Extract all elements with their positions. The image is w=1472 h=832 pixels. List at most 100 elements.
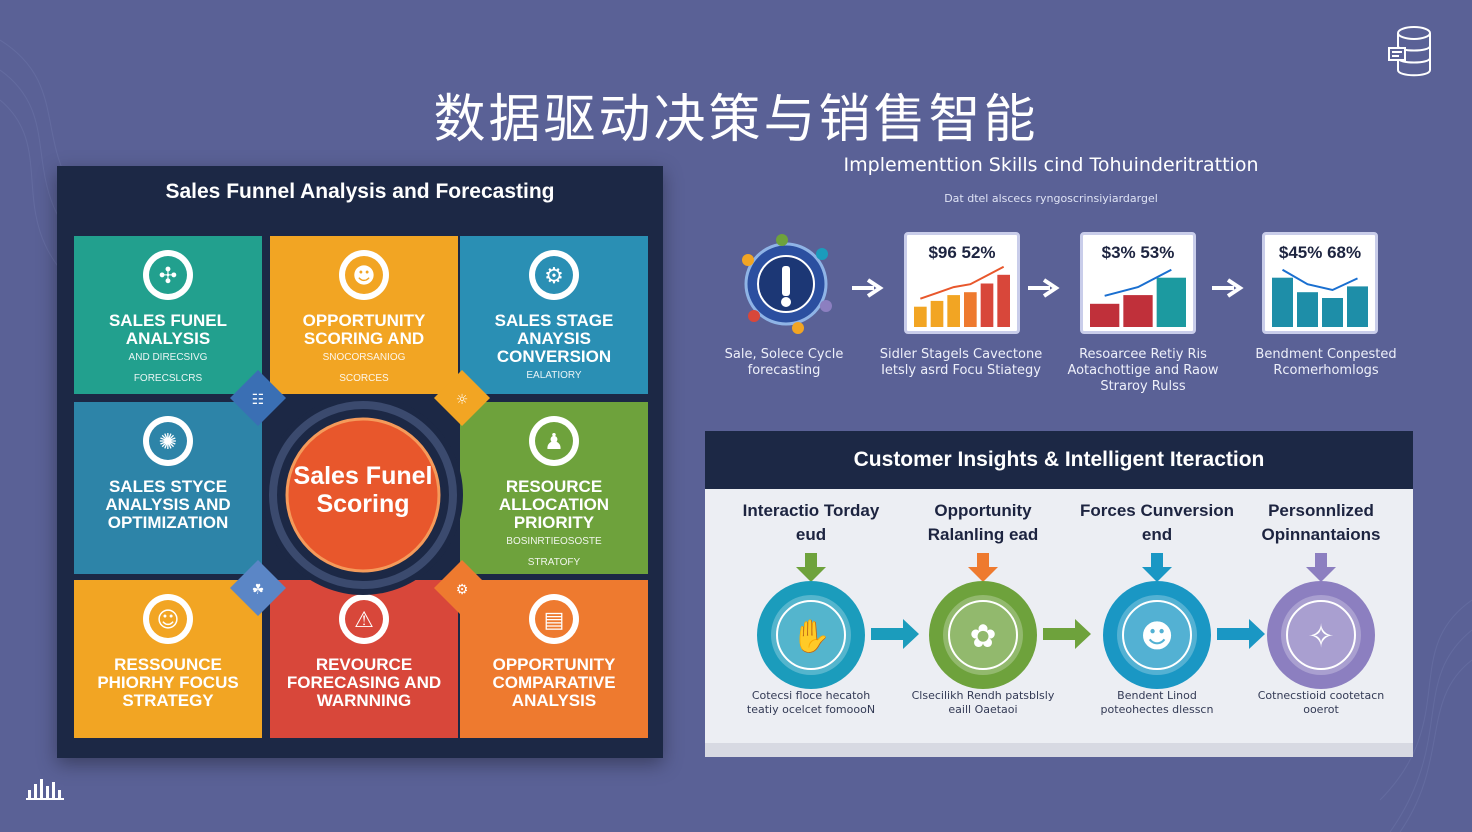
- tile-subtitle: STRATOFY: [527, 557, 581, 568]
- step-label: Sidler Stagels Cavectone Ietsly asrd Foc…: [879, 347, 1043, 378]
- people-icon[interactable]: ☻: [1101, 579, 1213, 691]
- down-arrow-icon: [1142, 553, 1172, 582]
- sparkle-icon[interactable]: ✧: [1265, 579, 1377, 691]
- mini-bar: [1322, 298, 1343, 327]
- svg-text:✣: ✣: [159, 264, 177, 289]
- insight-caption: Clsecilikh Rendh patsblsly eaill Oaetaoi: [911, 689, 1055, 716]
- funnel-tile[interactable]: ✣ SALES FUNEL ANALYSIS AND DIRECSIVG FORECS…: [74, 236, 262, 394]
- tile-title: OPPORTUNITY SCORING AND: [302, 311, 426, 348]
- tile-subtitle: BOSINRTIEOSOSTE: [506, 536, 602, 547]
- petal-blue-top-icon: ☷: [230, 370, 286, 426]
- insight-caption: Cotnecstioid cootetacn ooerot: [1257, 689, 1385, 716]
- trend-line: [1281, 268, 1358, 292]
- funnel-tile[interactable]: ⚙ SALES STAGE ANAYSIS CONVERSION EALATIORY: [460, 236, 648, 394]
- insight-caption: Cotecsi floce hecatoh teatiy ocelcet fom…: [746, 689, 876, 716]
- metric-card[interactable]: $3% 53%: [1080, 232, 1196, 334]
- funnel-tile[interactable]: ▤ OPPORTUNITY COMPARATIVE ANALYSIS: [460, 580, 648, 738]
- mini-bar: [1090, 303, 1120, 327]
- insight-caption: Bendent Linod poteohectes dlesscn: [1100, 689, 1214, 716]
- funnel-tile[interactable]: ☻ OPPORTUNITY SCORING AND SNOCORSANIOG SCOR…: [270, 236, 458, 394]
- bar-chart-logo-icon: [26, 779, 64, 800]
- funnel-tile[interactable]: ☺ RESSOUNCE PHIORHY FOCUS STRATEGY: [74, 580, 262, 738]
- mini-bar: [1272, 277, 1293, 327]
- tile-subtitle: SNOCORSANIOG: [322, 352, 406, 363]
- trend-line: [920, 265, 1005, 300]
- tile-title: OPPORTUNITY COMPARATIVE ANALYSIS: [492, 655, 616, 710]
- gear-person-icon: ⚙: [529, 250, 579, 300]
- down-arrow-icon: [796, 553, 826, 582]
- insight-column-title: Opportunity Ralanling ead: [927, 501, 1039, 544]
- tile-title: RESSOUNCE PHIORHY FOCUS STRATEGY: [97, 655, 239, 710]
- database-icon[interactable]: [1386, 24, 1436, 80]
- metric-card-value: $45% 68%: [1278, 243, 1362, 262]
- mini-bar: [997, 274, 1010, 327]
- document-icon: ▤: [529, 594, 579, 644]
- mini-bar-chart: [1272, 268, 1368, 327]
- arrow-right-icon: [1043, 619, 1091, 649]
- svg-text:✋: ✋: [791, 617, 831, 655]
- sales-funnel-panel-title: Sales Funnel Analysis and Forecasting: [165, 180, 555, 203]
- down-arrow-icon: [968, 553, 998, 582]
- person-icon: ☻: [339, 250, 389, 300]
- svg-text:☻: ☻: [353, 264, 376, 289]
- globe-network-icon[interactable]: [734, 232, 838, 336]
- mini-bar-chart: [914, 265, 1010, 327]
- trend-line: [1104, 268, 1172, 297]
- svg-text:✿: ✿: [970, 617, 997, 655]
- arrow-right-icon: [1028, 278, 1060, 298]
- lightbulb-icon: ✺: [143, 416, 193, 466]
- mini-bar: [1123, 295, 1153, 327]
- panel-footer-bar: [705, 743, 1413, 757]
- insight-column-title: Interactio Torday eud: [742, 501, 880, 544]
- tile-title: SALES STAGE ANAYSIS CONVERSION: [494, 311, 614, 366]
- warning-icon: ⚠: [339, 594, 389, 644]
- metric-card[interactable]: $45% 68%: [1262, 232, 1378, 334]
- mini-bar: [1156, 277, 1186, 327]
- mini-bar: [964, 292, 977, 327]
- tile-title: RESOURCE ALLOCATION PRIORITY: [498, 477, 610, 532]
- tile-title: REVOURCE FORECASING AND WARNNING: [286, 655, 442, 710]
- tile-subtitle: SCORCES: [339, 373, 389, 384]
- mini-bar: [930, 300, 944, 327]
- funnel-tile[interactable]: ⚠ REVOURCE FORECASING AND WARNNING: [270, 580, 458, 738]
- tile-title: SALES STYCE ANALYSIS AND OPTIMIZATION: [105, 477, 231, 532]
- petal-yellow-top-icon: ☼: [434, 370, 490, 426]
- customer-insights-panel: Customer Insights & Intelligent Iteracti…: [705, 431, 1413, 757]
- mini-bar: [947, 295, 960, 327]
- tile-title: SALES FUNEL ANALYSIS: [108, 311, 228, 348]
- implementation-title: Implementtion Skills cind Tohuinderitrat…: [843, 154, 1259, 176]
- metric-card-value: $3% 53%: [1101, 243, 1175, 262]
- svg-text:⚠: ⚠: [354, 608, 374, 633]
- funnel-tile[interactable]: ✺ SALES STYCE ANALYSIS AND OPTIMIZATION: [74, 402, 262, 574]
- mini-bar: [914, 306, 927, 327]
- step-label: Bendment Conpested Rcomerhomlogs: [1255, 347, 1397, 378]
- svg-text:⚙: ⚙: [456, 582, 469, 598]
- svg-text:✧: ✧: [1308, 617, 1335, 655]
- insight-column-title: Forces Cunversion end: [1080, 501, 1234, 544]
- svg-text:☼: ☼: [456, 392, 469, 408]
- compass-icon: ✣: [143, 250, 193, 300]
- puzzle-icon[interactable]: ✿: [927, 579, 1039, 691]
- svg-text:☷: ☷: [252, 392, 265, 408]
- petal-blue-bottom-icon: ☘: [230, 560, 286, 616]
- svg-text:☻: ☻: [1140, 617, 1173, 655]
- page-title: 数据驱动决策与销售智能: [433, 89, 1039, 150]
- insight-column-title: Personnlized Opinnantaions: [1261, 501, 1381, 544]
- down-arrow-icon: [1306, 553, 1336, 582]
- tile-subtitle: AND DIRECSIVG: [128, 352, 208, 363]
- customer-insights-title: Customer Insights & Intelligent Iteracti…: [705, 431, 1413, 489]
- worker-icon: ☺: [143, 594, 193, 644]
- petal-orange-bottom-icon: ⚙: [434, 560, 490, 616]
- tile-subtitle: EALATIORY: [526, 370, 582, 381]
- metric-card[interactable]: $96 52%: [904, 232, 1020, 334]
- center-scoring-circle[interactable]: [261, 393, 465, 597]
- center-scoring-label: Sales Funel Scoring: [293, 462, 433, 518]
- svg-text:✺: ✺: [159, 430, 177, 455]
- tile-subtitle: FORECSLCRS: [133, 373, 203, 384]
- mini-bar: [980, 283, 994, 327]
- step-label: Resoarcee Retiy Ris Aotachottige and Rao…: [1067, 347, 1219, 394]
- svg-text:▤: ▤: [544, 608, 565, 633]
- svg-text:⚙: ⚙: [544, 264, 564, 289]
- handshake-icon[interactable]: ✋: [755, 579, 867, 691]
